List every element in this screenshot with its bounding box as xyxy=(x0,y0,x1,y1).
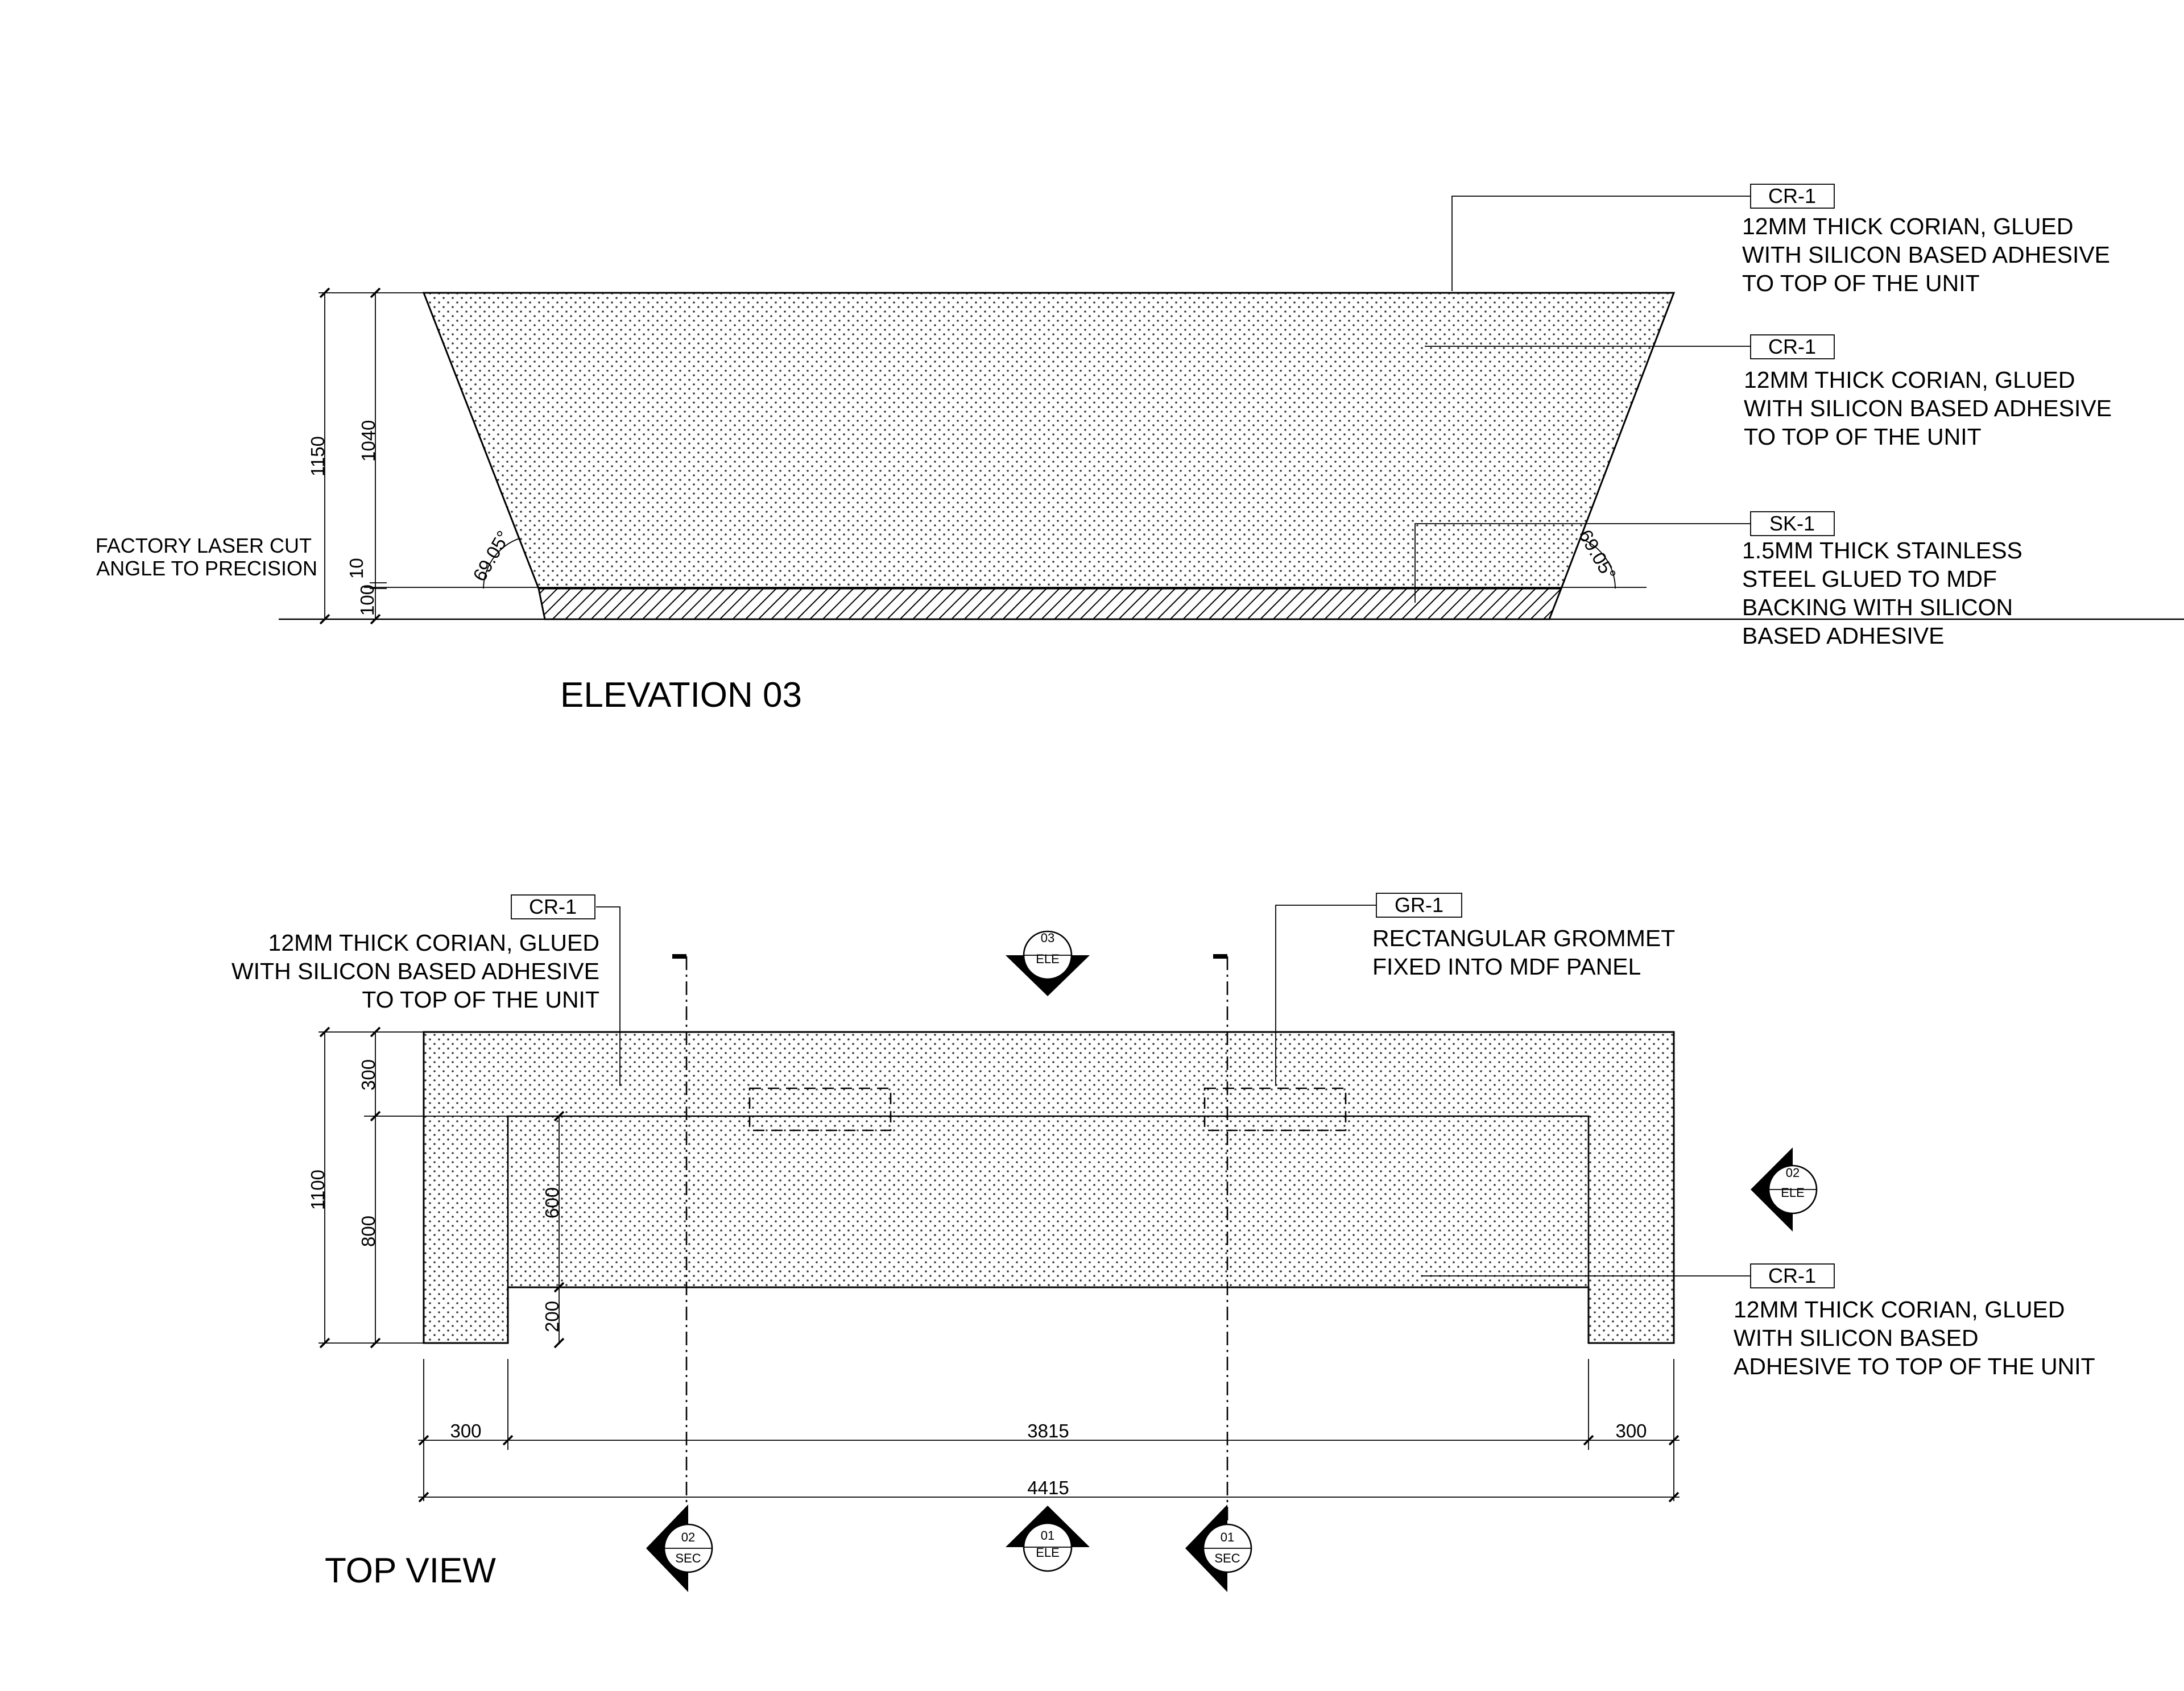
marker-01-type: ELE xyxy=(1036,1545,1060,1560)
callout-text-b1: RECTANGULAR GROMMET xyxy=(1372,925,1675,951)
callout-text-a3: TO TOP OF THE UNIT xyxy=(362,987,599,1013)
callout-text-1b: WITH SILICON BASED ADHESIVE xyxy=(1742,242,2110,268)
callout-tag-1: CR-1 xyxy=(1768,184,1816,208)
callout-text-2a: 12MM THICK CORIAN, GLUED xyxy=(1744,367,2075,393)
callout-text-3a: 1.5MM THICK STAINLESS xyxy=(1742,537,2022,563)
dim-200: 200 xyxy=(541,1301,562,1332)
angle-label-left: 69.05° xyxy=(469,527,514,585)
callout-text-1c: TO TOP OF THE UNIT xyxy=(1742,270,1980,296)
callout-text-b2: FIXED INTO MDF PANEL xyxy=(1372,954,1641,980)
elevation-view: 69.05° 69.05° 1150 1040 10 100 FACTORY L… xyxy=(96,184,2184,715)
callout-leader-a xyxy=(596,906,621,1086)
laser-cut-note-line1: FACTORY LASER CUT xyxy=(96,534,312,557)
section-marker-02: 02 SEC xyxy=(646,1505,713,1592)
dim-800: 800 xyxy=(358,1216,379,1247)
elevation-marker-03: 03 ELE xyxy=(1006,930,1090,996)
callout-leader-1 xyxy=(1451,196,1751,291)
callout-tag-a: CR-1 xyxy=(529,895,577,918)
callout-text-3b: STEEL GLUED TO MDF xyxy=(1742,566,1997,592)
angle-label-right: 69.05° xyxy=(1575,526,1620,583)
section-02-type: SEC xyxy=(675,1551,701,1565)
top-view-inner-line xyxy=(507,1115,1590,1287)
callout-text-a2: WITH SILICON BASED ADHESIVE xyxy=(231,958,599,984)
laser-cut-note-line2: ANGLE TO PRECISION xyxy=(96,557,317,580)
angle-arc-left xyxy=(483,538,520,589)
callout-tag-box-b xyxy=(1376,893,1462,918)
dim-100: 100 xyxy=(357,585,378,616)
elevation-stainless-plinth xyxy=(537,587,1563,620)
section-01-num: 01 xyxy=(1221,1530,1234,1544)
dim-3815: 3815 xyxy=(1027,1420,1069,1441)
top-view: 1100 300 800 600 200 300 3815 300 4415 C… xyxy=(231,893,2095,1592)
dim-300-left: 300 xyxy=(450,1420,481,1441)
callout-text-1a: 12MM THICK CORIAN, GLUED xyxy=(1742,213,2073,239)
elevation-marker-01: 01 ELE xyxy=(1006,1506,1090,1572)
marker-03-type: ELE xyxy=(1036,952,1060,966)
elevation-corian-body xyxy=(422,292,1676,590)
section-marker-01: 01 SEC xyxy=(1185,1505,1252,1592)
dim-4415: 4415 xyxy=(1027,1477,1069,1498)
elevation-title: ELEVATION 03 xyxy=(560,675,802,715)
angle-arc-right xyxy=(1580,538,1616,589)
callout-tag-b: GR-1 xyxy=(1395,893,1443,917)
marker-03-num: 03 xyxy=(1041,931,1054,945)
section-01-type: SEC xyxy=(1214,1551,1240,1565)
dim-300-vertical: 300 xyxy=(358,1059,379,1091)
top-view-title: TOP VIEW xyxy=(325,1551,496,1590)
callout-tag-box-3 xyxy=(1750,511,1835,536)
dim-600: 600 xyxy=(541,1187,562,1218)
callout-tag-box-1 xyxy=(1750,184,1835,209)
callout-text-c3: ADHESIVE TO TOP OF THE UNIT xyxy=(1734,1353,2095,1379)
marker-02-type: ELE xyxy=(1781,1186,1805,1200)
callout-text-c2: WITH SILICON BASED xyxy=(1734,1325,1979,1351)
callout-text-2b: WITH SILICON BASED ADHESIVE xyxy=(1744,395,2112,421)
top-view-counter-outline xyxy=(423,1031,1675,1344)
callout-tag-box-a xyxy=(511,894,595,919)
callout-leader-3 xyxy=(1414,523,1751,603)
marker-02-num: 02 xyxy=(1786,1166,1800,1180)
elevation-marker-02: 02 ELE xyxy=(1751,1147,1818,1232)
callout-tag-2: CR-1 xyxy=(1768,335,1816,358)
dim-300-right: 300 xyxy=(1615,1420,1647,1441)
callout-tag-3: SK-1 xyxy=(1769,512,1815,535)
callout-text-a1: 12MM THICK CORIAN, GLUED xyxy=(268,930,599,956)
callout-leader-b xyxy=(1275,905,1376,1086)
callout-text-3d: BASED ADHESIVE xyxy=(1742,623,1944,649)
callout-tag-c: CR-1 xyxy=(1768,1264,1816,1287)
callout-text-2c: TO TOP OF THE UNIT xyxy=(1744,424,1982,450)
dim-10: 10 xyxy=(346,558,367,579)
callout-text-c1: 12MM THICK CORIAN, GLUED xyxy=(1734,1296,2065,1323)
marker-01-num: 01 xyxy=(1041,1528,1054,1543)
callout-tag-box-c xyxy=(1750,1263,1835,1288)
dim-1040: 1040 xyxy=(358,420,379,462)
callout-text-3c: BACKING WITH SILICON xyxy=(1742,594,2013,620)
dim-1150: 1150 xyxy=(307,436,328,476)
dim-1100: 1100 xyxy=(307,1170,328,1210)
section-02-num: 02 xyxy=(681,1530,695,1544)
callout-tag-box-2 xyxy=(1750,334,1835,359)
